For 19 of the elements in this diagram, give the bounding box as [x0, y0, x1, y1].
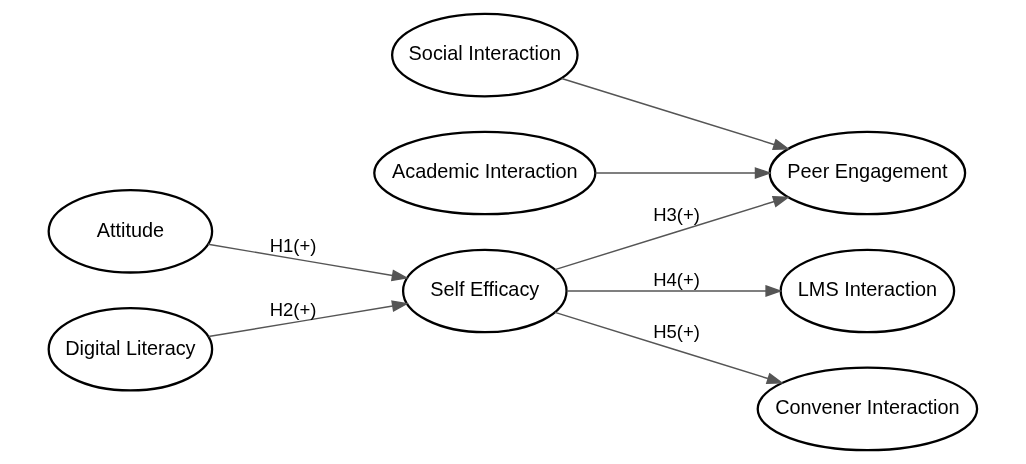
node-ellipse: Self Efficacy: [401, 248, 568, 334]
edge-label: H1(+): [269, 234, 317, 256]
arrow: [207, 300, 409, 338]
node-ellipse: Social Interaction: [391, 12, 579, 98]
edge-label: H4(+): [653, 268, 700, 290]
edge-label: H2(+): [269, 298, 317, 320]
arrow: [594, 167, 772, 179]
node-ellipse: Convener Interaction: [756, 366, 979, 452]
node-ellipse: Digital Literacy: [47, 306, 214, 392]
node-ellipse: LMS Interaction: [779, 248, 956, 334]
edge-label: H5(+): [653, 321, 700, 343]
node-ellipse: Academic Interaction: [373, 130, 597, 216]
arrow: [554, 311, 784, 385]
edge-label: H3(+): [653, 203, 700, 225]
arrow: [561, 77, 791, 151]
node-ellipse: Attitude: [47, 188, 214, 274]
arrow: [207, 243, 409, 282]
arrow: [566, 285, 783, 297]
arrow: [554, 196, 790, 271]
